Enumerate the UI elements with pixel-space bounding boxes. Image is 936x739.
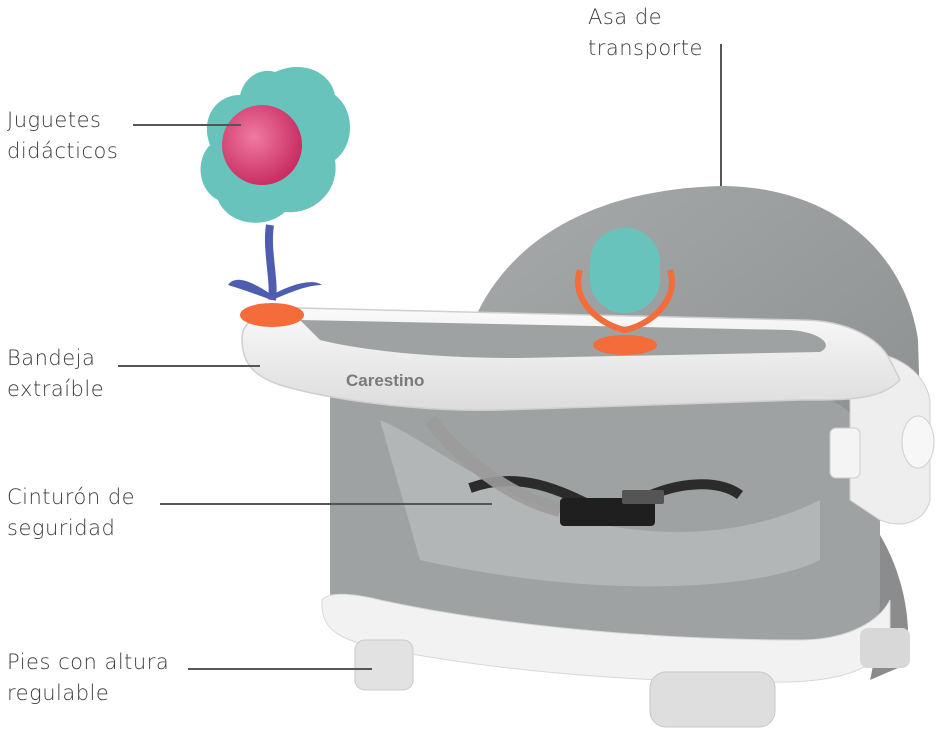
foot-front [650, 672, 775, 727]
callout-feet-line1: Pies con altura [7, 647, 169, 678]
callout-feet-line2: regulable [7, 678, 169, 709]
callout-toys-line1: Juguetes [7, 105, 118, 136]
callout-belt: Cinturón de seguridad [7, 482, 135, 544]
leader-line-feet [188, 668, 372, 670]
tray-toy-base [593, 335, 657, 355]
callout-tray: Bandeja extraíble [7, 343, 104, 405]
toy-flower-center [222, 105, 302, 185]
callout-belt-line1: Cinturón de [7, 482, 135, 513]
toy-flower-base [240, 303, 304, 327]
belt-buckle-plate [622, 490, 664, 504]
leader-line-tray [118, 365, 260, 367]
callout-belt-line2: seguridad [7, 513, 135, 544]
brand-text: Carestino [346, 371, 424, 390]
tray-toy-disc [590, 228, 660, 313]
callout-feet: Pies con altura regulable [7, 647, 169, 709]
callout-handle: Asa de transporte [588, 2, 703, 64]
leader-line-belt [160, 503, 492, 505]
callout-handle-line1: Asa de [588, 2, 703, 33]
callout-handle-line2: transporte [588, 33, 703, 64]
foot-left [355, 640, 413, 690]
side-clip [830, 428, 860, 478]
callout-toys-line2: didácticos [7, 136, 118, 167]
leader-line-handle [720, 44, 722, 186]
leader-line-toys [133, 124, 241, 126]
toy-flower-stem [269, 225, 273, 300]
callout-toys: Juguetes didácticos [7, 105, 118, 167]
callout-tray-line2: extraíble [7, 374, 104, 405]
foot-right [860, 628, 910, 668]
callout-tray-line1: Bandeja [7, 343, 104, 374]
side-knob [902, 416, 934, 468]
